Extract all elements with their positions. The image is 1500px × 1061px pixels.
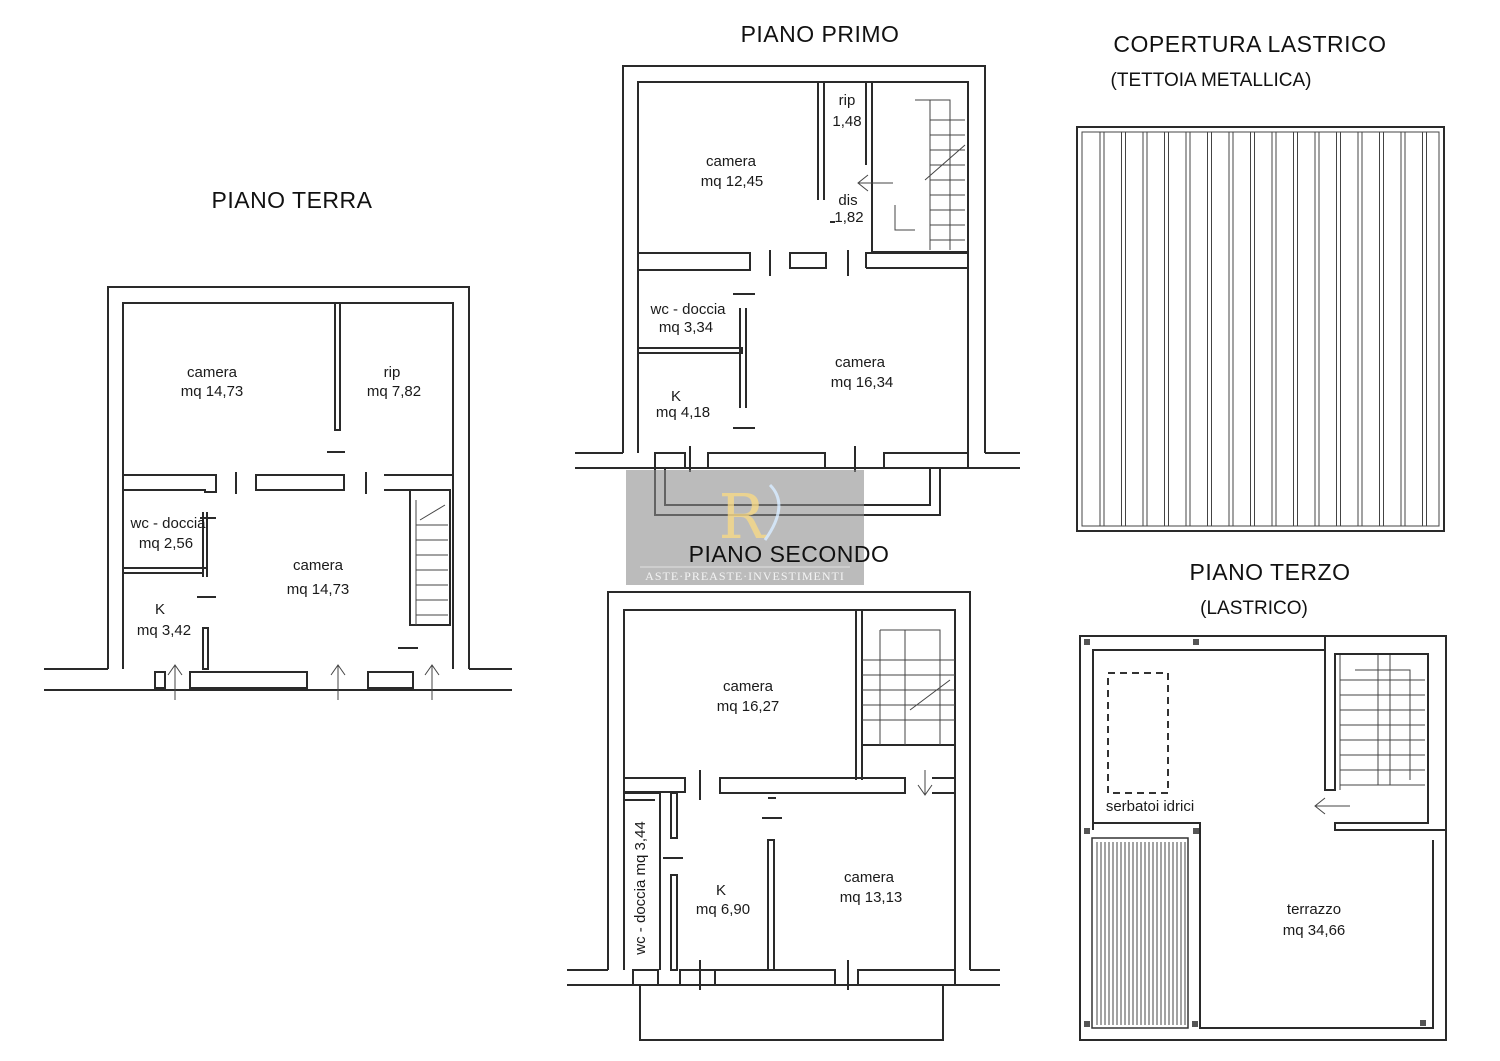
plan-piano-secondo: camera mq 16,27 wc - doccia mq 3,44 K mq…	[567, 591, 1000, 1041]
roof-panel-line	[1379, 132, 1384, 526]
roof-panel-line	[1099, 132, 1105, 526]
plan-piano-primo: PIANO PRIMO rip 1,48 camera mq 12,45 dis…	[575, 21, 1020, 516]
room-name: rip	[839, 92, 856, 109]
floor-title: PIANO SECONDO	[689, 541, 890, 567]
roof-panel-line	[1293, 132, 1298, 526]
roof-panel-line	[1121, 132, 1126, 526]
room-area: mq 14,73	[181, 383, 244, 400]
roof-panel-line	[1336, 132, 1341, 526]
tanks-label: serbatoi idrici	[1106, 798, 1194, 815]
room-name: K	[716, 882, 726, 899]
plan-piano-terra: PIANO TERRA camera mq 14,73 rip mq 7,82 …	[44, 187, 512, 700]
watermark-logo: R	[719, 480, 768, 553]
arrow-left-icon	[857, 174, 893, 192]
roof-panel-line	[1250, 132, 1255, 526]
arrow-left-icon	[1314, 797, 1350, 815]
floor-subtitle: (LASTRICO)	[1200, 598, 1308, 619]
room-name: camera	[723, 678, 774, 695]
room-name: camera	[844, 869, 895, 886]
room-area: mq 6,90	[696, 901, 750, 918]
room-area: mq 14,73	[287, 581, 350, 598]
room-area: mq 3,42	[137, 622, 191, 639]
roof-panel-line	[1400, 132, 1406, 526]
roof-panel-line	[1228, 132, 1234, 526]
room-area: 1,82	[834, 209, 863, 226]
room-name: wc - doccia	[649, 301, 726, 318]
floor-title: PIANO TERRA	[212, 187, 373, 213]
watermark: R ASTE·PREASTE·INVESTIMENTI	[626, 470, 864, 585]
floor-subtitle: (TETTOIA METALLICA)	[1111, 70, 1312, 91]
roof-panel-line	[1164, 132, 1169, 526]
plan-piano-terzo: PIANO TERZO (LASTRICO) serbatoi idrici t…	[1079, 559, 1447, 1041]
roof-panel-line	[1142, 132, 1148, 526]
roof-panel-line	[1314, 132, 1320, 526]
roof-panel-line	[1422, 132, 1427, 526]
room-area: mq 7,82	[367, 383, 421, 400]
plan-copertura: COPERTURA LASTRICO (TETTOIA METALLICA)	[1076, 31, 1445, 532]
floor-title: PIANO TERZO	[1190, 559, 1351, 585]
room-name: rip	[384, 364, 401, 381]
room-name: dis	[838, 192, 857, 209]
room-area: mq 2,56	[139, 535, 193, 552]
room-name: camera	[706, 153, 757, 170]
floor-title: COPERTURA LASTRICO	[1113, 31, 1386, 57]
room-area: mq 34,66	[1283, 922, 1346, 939]
entrance-arrow-icon	[424, 664, 440, 700]
room-name: camera	[835, 354, 886, 371]
room-area: mq 4,18	[656, 404, 710, 421]
roof-panel-line	[1357, 132, 1363, 526]
room-name: wc - doccia	[129, 515, 206, 532]
roof-panel-line	[1207, 132, 1212, 526]
room-name: camera	[187, 364, 238, 381]
roof-panel-line	[1271, 132, 1277, 526]
room-area: mq 3,34	[659, 319, 713, 336]
entrance-arrow-icon	[330, 664, 346, 700]
watermark-text: ASTE·PREASTE·INVESTIMENTI	[645, 569, 845, 583]
room-area: 1,48	[832, 113, 861, 130]
room-name: wc - doccia mq 3,44	[632, 821, 649, 955]
roof-panel-line	[1185, 132, 1191, 526]
room-name: camera	[293, 557, 344, 574]
room-name: terrazzo	[1287, 901, 1341, 918]
entrance-arrow-icon	[167, 664, 183, 700]
arrow-down-icon	[917, 770, 933, 796]
room-name: K	[155, 601, 165, 618]
room-area: mq 16,34	[831, 374, 894, 391]
room-name: K	[671, 388, 681, 405]
water-tanks-outline	[1107, 672, 1169, 794]
room-area: mq 16,27	[717, 698, 780, 715]
floor-title: PIANO PRIMO	[741, 21, 900, 47]
room-area: mq 13,13	[840, 889, 903, 906]
room-area: mq 12,45	[701, 173, 764, 190]
